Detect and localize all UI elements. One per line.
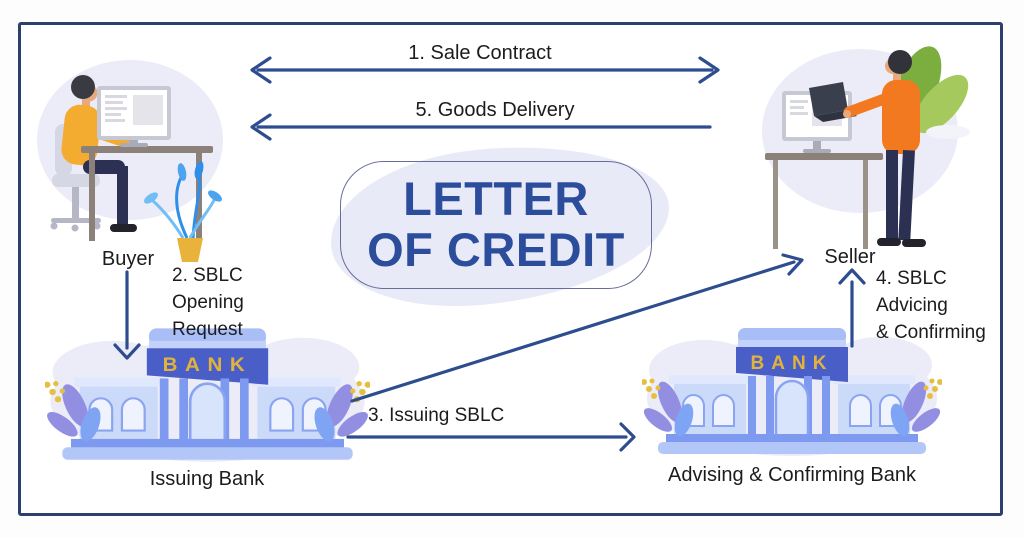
- label-issuing-sblc: 3. Issuing SBLC: [368, 405, 505, 426]
- bank-plant-right: [890, 378, 942, 437]
- seller-person: [843, 50, 926, 247]
- label-issuing-bank: Issuing Bank: [149, 468, 265, 490]
- bank-sign-text: BANK: [751, 353, 834, 374]
- buyer-hair: [71, 75, 95, 99]
- bank-sign: [146, 348, 269, 385]
- bank-plant-left: [45, 381, 101, 442]
- title-line-1: LETTER: [403, 172, 589, 226]
- label-buyer: Buyer: [101, 248, 155, 270]
- buyer-person: [52, 75, 137, 232]
- buyer-plant: [144, 161, 222, 262]
- label-line: Request: [172, 319, 243, 340]
- label-advising-bank: Advising & Confirming Bank: [668, 464, 916, 486]
- buyer-monitor: [97, 86, 171, 147]
- label-seller: Seller: [824, 246, 876, 268]
- label-line: Opening: [172, 292, 244, 313]
- label-line: Advicing: [876, 295, 948, 316]
- seller-hair: [888, 50, 912, 74]
- buyer-illustration: [37, 60, 223, 262]
- title-line-2: OF CREDIT: [367, 223, 625, 276]
- label-goods-delivery: 5. Goods Delivery: [415, 99, 575, 121]
- label-line: 4. SBLC: [876, 268, 947, 289]
- seller-desk: [765, 153, 883, 249]
- seller-jacket: [882, 80, 920, 154]
- label-line: 2. SBLC: [172, 265, 243, 286]
- label-sale-contract: 1. Sale Contract: [408, 42, 552, 64]
- bank-sign-text: BANK: [163, 354, 253, 376]
- label-line: & Confirming: [876, 322, 986, 343]
- seller-illustration: [762, 46, 970, 249]
- label-sblc-advising: 4. SBLC Advicing & Confirming: [876, 265, 986, 346]
- label-sblc-opening-request: 2. SBLC Opening Request: [172, 262, 244, 343]
- title-box: LETTER OF CREDIT: [340, 161, 652, 289]
